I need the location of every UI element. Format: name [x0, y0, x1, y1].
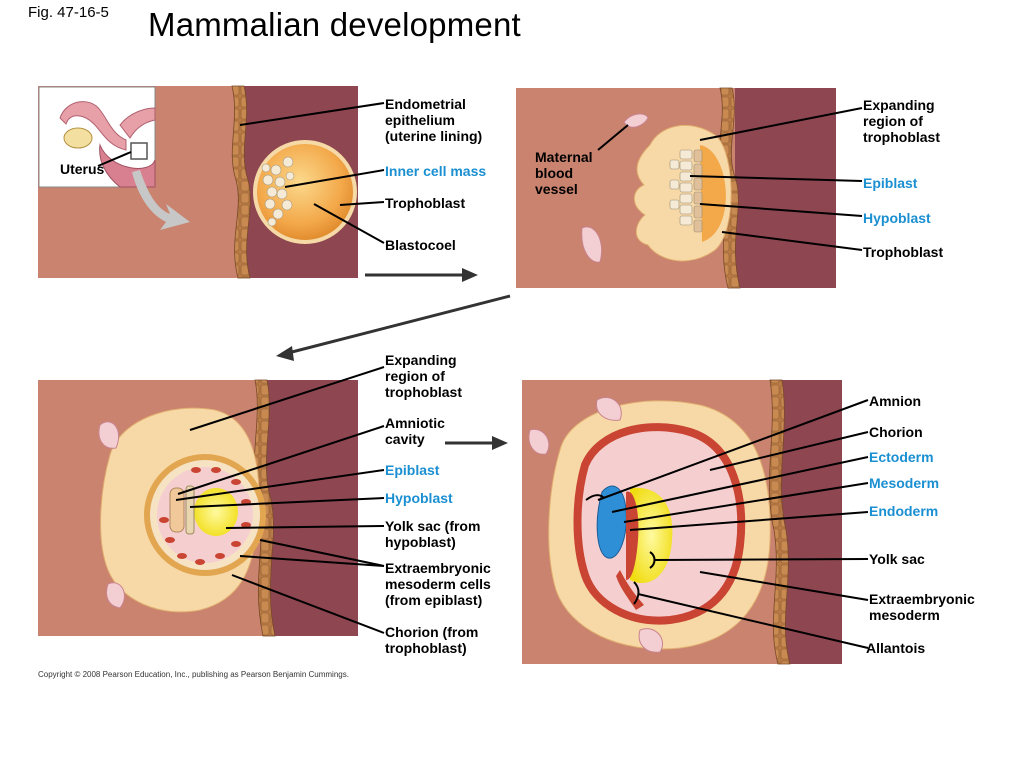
label-expanding-trophoblast-2: Expanding region of trophoblast — [863, 97, 940, 145]
label-uterus: Uterus — [60, 161, 105, 177]
label-expanding-trophoblast-3: Expanding region of trophoblast — [385, 352, 462, 400]
label-extraembryonic-mesoderm-cells: Extraembryonic mesoderm cells (from epib… — [385, 560, 491, 608]
label-chorion-4: Chorion — [869, 424, 923, 440]
label-trophoblast-2: Trophoblast — [863, 244, 944, 260]
label-mesoderm: Mesoderm — [869, 475, 940, 491]
panel-4 — [522, 379, 869, 665]
label-amnion: Amnion — [869, 393, 922, 409]
label-ectoderm: Ectoderm — [869, 449, 934, 465]
label-endometrial-epithelium: Endometrial epithelium (uterine lining) — [385, 96, 483, 144]
label-epiblast-3: Epiblast — [385, 462, 440, 478]
panel-3 — [38, 366, 508, 637]
panel-1 — [38, 85, 478, 282]
label-trophoblast-1: Trophoblast — [385, 195, 466, 211]
label-chorion-3: Chorion (from trophoblast) — [385, 624, 479, 656]
label-hypoblast-3: Hypoblast — [385, 490, 453, 506]
panel-2 — [276, 87, 863, 361]
label-maternal-blood-vessel: Maternal blood vessel — [535, 149, 593, 197]
page-title: Mammalian development — [148, 6, 521, 43]
label-extraembryonic-mesoderm: Extraembryonic mesoderm — [869, 591, 975, 623]
label-allantois: Allantois — [866, 640, 926, 656]
label-hypoblast-2: Hypoblast — [863, 210, 931, 226]
label-epiblast-2: Epiblast — [863, 175, 918, 191]
figure-number: Fig. 47-16-5 — [28, 4, 109, 21]
copyright-notice: Copyright © 2008 Pearson Education, Inc.… — [38, 670, 349, 679]
label-blastocoel: Blastocoel — [385, 237, 456, 253]
label-amniotic-cavity: Amniotic cavity — [385, 415, 445, 447]
label-yolk-sac-3: Yolk sac (from hypoblast) — [385, 518, 481, 550]
label-yolk-sac-4: Yolk sac — [869, 551, 925, 567]
label-endoderm: Endoderm — [869, 503, 939, 519]
label-inner-cell-mass: Inner cell mass — [385, 163, 487, 179]
